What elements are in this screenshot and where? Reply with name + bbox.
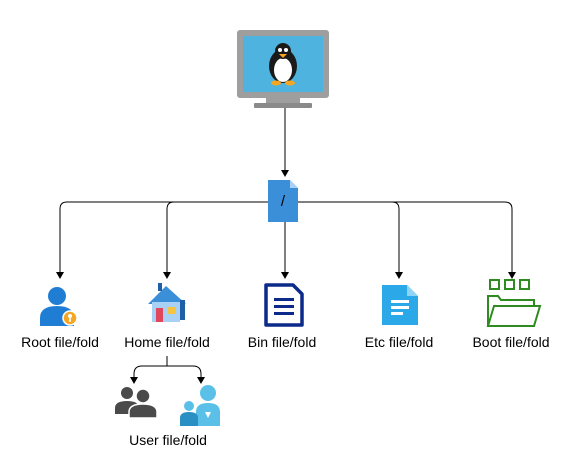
home-icon [148, 283, 186, 322]
boot-dir-label: Boot file/fold [472, 334, 550, 350]
users-azure-icon [180, 385, 220, 426]
linux-monitor-icon [237, 30, 329, 108]
root-document-icon: / [268, 180, 298, 222]
connector-home-to-users-left [130, 356, 168, 384]
user-dir-label: User file/fold [129, 432, 207, 448]
home-dir-label: Home file/fold [124, 334, 210, 350]
connector-root-to-etc [285, 201, 403, 279]
connector-root-to-home [163, 201, 285, 279]
etc-dir-label: Etc file/fold [364, 334, 434, 350]
boot-folder-icon [486, 279, 542, 327]
bin-dir-label: Bin file/fold [247, 334, 317, 350]
admin-user-icon [40, 287, 78, 326]
document-lines-icon [264, 283, 304, 327]
users-group-icon [115, 387, 158, 419]
root-dir-label: Root file/fold [21, 334, 99, 350]
root-symbol: / [281, 193, 286, 210]
connector-home-to-users-right [167, 365, 205, 384]
connectors [56, 98, 516, 384]
connector-root-to-boot [285, 201, 516, 279]
connector-root-to-rootdir [56, 201, 285, 279]
file-icon [382, 285, 418, 325]
